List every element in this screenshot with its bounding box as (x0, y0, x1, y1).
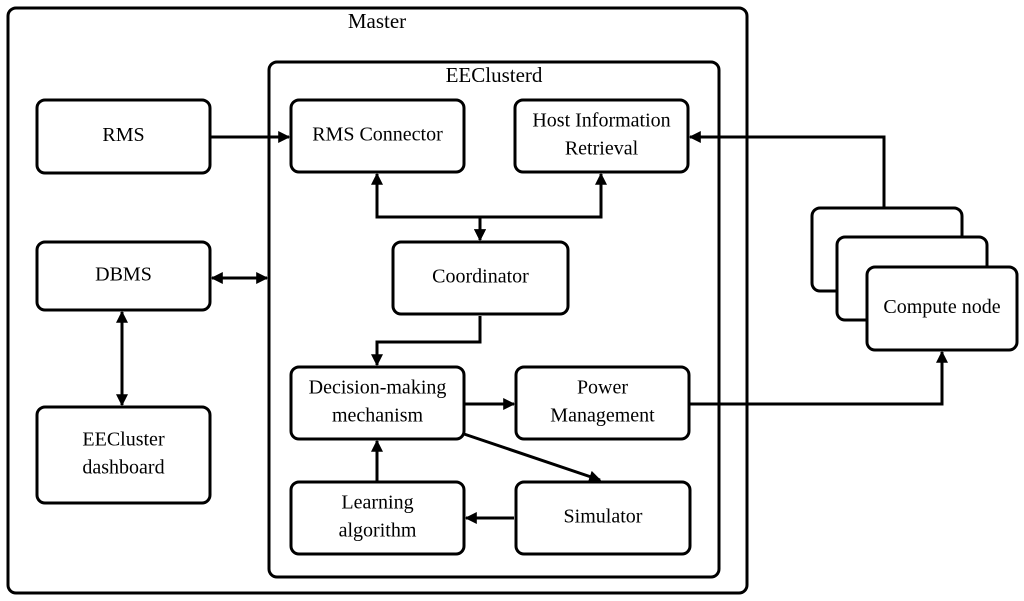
learning-algorithm-node: Learning algorithm (289, 480, 466, 556)
simulator-node: Simulator (514, 480, 692, 556)
eeclusterd-title: EEClusterd (446, 63, 543, 87)
rms-node-label: RMS (102, 124, 144, 146)
master-title: Master (348, 9, 406, 33)
eecluster-dashboard-node-box (35, 405, 212, 505)
master-container (6, 6, 749, 595)
eeclusterd-container (267, 60, 721, 579)
decision-making-mechanism-node-box (289, 365, 466, 441)
dbms-node: DBMS (35, 240, 212, 312)
host-information-retrieval-node-box (513, 98, 690, 174)
host-information-retrieval-node-label: Retrieval (565, 138, 639, 160)
coordinator-node-label: Coordinator (432, 266, 529, 288)
edge-power-to-compute (689, 350, 948, 406)
decision-making-mechanism-node-label: Decision-making (309, 377, 447, 399)
dbms-node-box (35, 240, 212, 312)
host-information-retrieval-node-label: Host Information (532, 110, 670, 132)
learning-algorithm-node-box (289, 480, 466, 556)
eecluster-dashboard-node-label: EECluster (82, 429, 165, 451)
edge-coordinator-to-decision (371, 316, 482, 367)
compute-node: Compute node (865, 265, 1019, 352)
rms-connector-node-box (289, 98, 466, 174)
coordinator-node-box (391, 240, 570, 316)
simulator-node-box (514, 480, 692, 556)
learning-algorithm-node-label: algorithm (339, 520, 417, 542)
edge-coordinator-to-rms-connector (371, 172, 486, 242)
eecluster-dashboard-node: EECluster dashboard (35, 405, 212, 505)
compute-node-label: Compute node (883, 296, 1000, 318)
edge-decision-to-simulator (463, 432, 602, 483)
edges-layer (116, 131, 948, 524)
coordinator-node: Coordinator (391, 240, 570, 316)
decision-making-mechanism-node: Decision-making mechanism (289, 365, 466, 441)
rms-node: RMS (35, 98, 212, 175)
learning-algorithm-node-label: Learning (341, 492, 413, 514)
dbms-node-label: DBMS (95, 264, 152, 286)
power-management-node-box (514, 365, 691, 441)
rms-node-box (35, 98, 212, 175)
power-management-node-label: Management (550, 405, 655, 427)
power-management-node-label: Power (577, 377, 628, 399)
nodes-layer: RMS DBMS EECluster dashboard RMS Connector Ho… (35, 98, 1019, 556)
compute-node-box (865, 265, 1019, 352)
edge-compute-to-host-info (688, 131, 886, 208)
decision-making-mechanism-node-label: mechanism (332, 405, 424, 427)
eecluster-dashboard-node-label: dashboard (82, 457, 164, 479)
rms-connector-node: RMS Connector (289, 98, 466, 174)
edge-coordinator-to-host-info (474, 172, 607, 242)
simulator-node-label: Simulator (564, 506, 643, 528)
rms-connector-node-label: RMS Connector (312, 124, 443, 146)
